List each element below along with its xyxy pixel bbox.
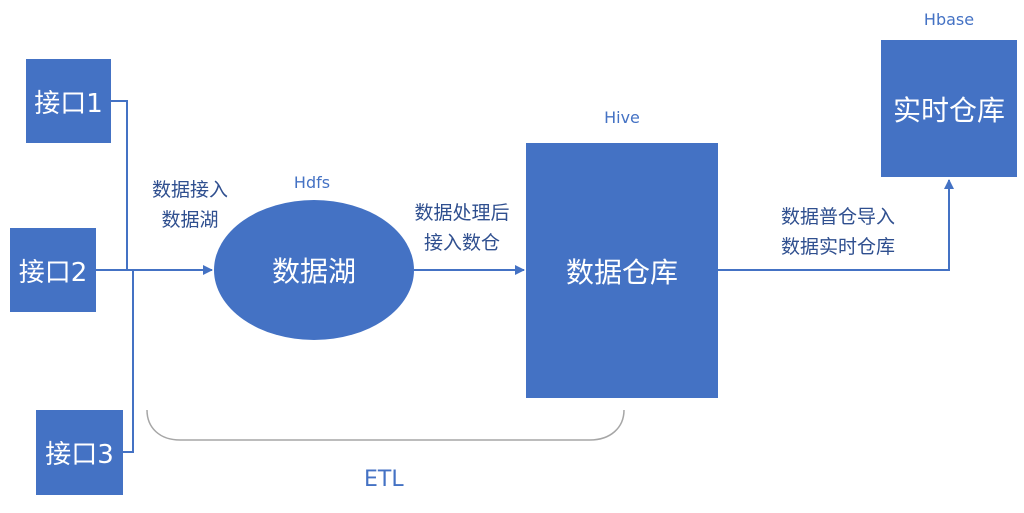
warehouse-tech-label: Hive (604, 108, 640, 127)
edge-label-to-warehouse-line-2: 接入数仓 (423, 232, 500, 254)
edge-label-to-realtime: 数据普仓导入 数据实时仓库 (768, 202, 908, 262)
interface-2-box: 接口2 (10, 228, 96, 312)
data-warehouse-label: 数据仓库 (565, 255, 678, 289)
etl-label: ETL (364, 467, 404, 492)
realtime-warehouse-label: 实时仓库 (892, 93, 1005, 127)
interface-1-box: 接口1 (26, 59, 111, 143)
edge-label-to-warehouse: 数据处理后 接入数仓 (402, 198, 522, 258)
realtime-tech-label: Hbase (923, 10, 975, 29)
arrow-to-realtime (718, 179, 954, 271)
edge-label-to-lake-line-1: 数据接入 (151, 179, 228, 201)
data-lake-node: 数据湖 (214, 200, 414, 340)
connector-interface-3 (123, 270, 134, 453)
edge-label-to-realtime-line-1: 数据普仓导入 (780, 206, 895, 228)
interface-3-box: 接口3 (36, 410, 123, 495)
edge-label-to-lake: 数据接入 数据湖 (140, 175, 240, 235)
data-warehouse-node: 数据仓库 (526, 143, 718, 398)
edge-label-to-lake-line-2: 数据湖 (161, 209, 219, 231)
edge-label-to-realtime-line-2: 数据实时仓库 (780, 236, 895, 258)
connector-interface-1 (111, 100, 128, 270)
realtime-warehouse-node: 实时仓库 (881, 40, 1017, 177)
interface-3-label: 接口3 (45, 440, 114, 470)
edge-label-to-warehouse-line-1: 数据处理后 (414, 202, 510, 224)
lake-tech-label: Hdfs (293, 173, 331, 192)
etl-brace (146, 409, 625, 441)
data-lake-label: 数据湖 (271, 255, 356, 288)
interface-2-label: 接口2 (18, 257, 88, 288)
interface-1-label: 接口1 (34, 88, 103, 119)
